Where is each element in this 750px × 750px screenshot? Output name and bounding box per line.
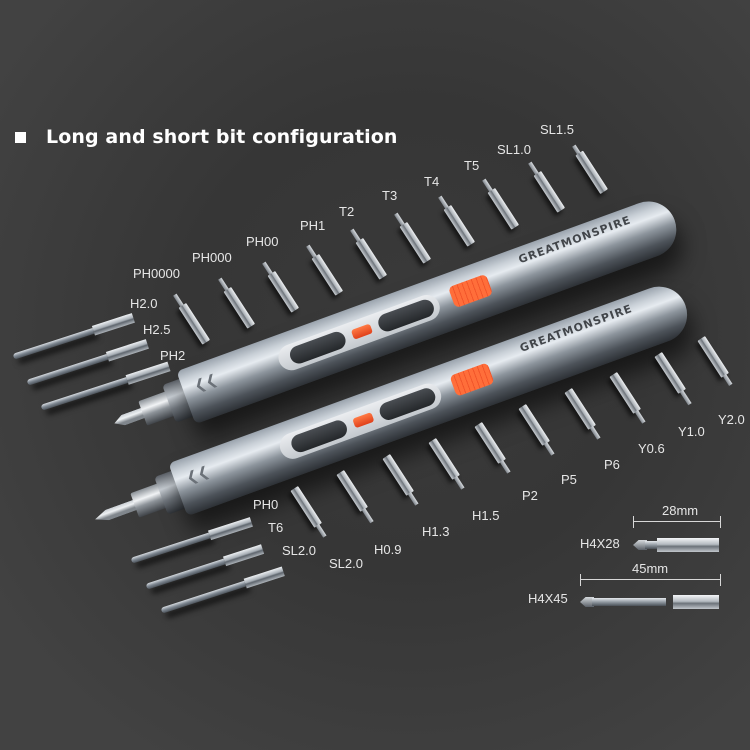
dimension-line-45mm (580, 574, 721, 586)
sample-bit-h4x45 (580, 595, 719, 609)
label-ph00: PH00 (246, 234, 279, 249)
square-bullet-icon (15, 131, 26, 143)
dimension-28mm: 28mm (662, 503, 699, 518)
label-p6: P6 (604, 457, 620, 472)
label-sl1-5: SL1.5 (540, 122, 574, 137)
label-y0-6: Y0.6 (638, 441, 665, 456)
label-y1-0: Y1.0 (678, 424, 705, 439)
driver-bit-tip (93, 499, 138, 524)
section-heading: Long and short bit configuration (15, 126, 398, 148)
label-h1-3: H1.3 (422, 524, 450, 539)
label-y2-0: Y2.0 (718, 412, 745, 427)
label-ph0: PH0 (253, 497, 279, 512)
label-h2-5: H2.5 (143, 322, 171, 337)
label-sl2-0-short: SL2.0 (329, 556, 363, 571)
label-p2: P2 (522, 488, 538, 503)
label-h2-0: H2.0 (130, 296, 158, 311)
label-t6: T6 (268, 520, 284, 535)
sample-bit-h4x28 (633, 538, 719, 552)
label-ph1: PH1 (300, 218, 326, 233)
section-title: Long and short bit configuration (46, 126, 398, 148)
label-ph0000: PH0000 (133, 266, 180, 281)
label-t5: T5 (464, 158, 480, 173)
label-t4: T4 (424, 174, 440, 189)
label-h4x28: H4X28 (580, 536, 620, 551)
label-ph000: PH000 (192, 250, 232, 265)
label-h0-9: H0.9 (374, 542, 402, 557)
label-ph2: PH2 (160, 348, 186, 363)
label-p5: P5 (561, 472, 577, 487)
label-h4x45: H4X45 (528, 591, 568, 606)
dimension-45mm: 45mm (632, 561, 669, 576)
label-t2: T2 (339, 204, 355, 219)
label-h1-5: H1.5 (472, 508, 500, 523)
label-sl1-0: SL1.0 (497, 142, 531, 157)
dimension-line-28mm (633, 516, 721, 528)
label-sl2-0-long: SL2.0 (282, 543, 316, 558)
label-t3: T3 (382, 188, 398, 203)
